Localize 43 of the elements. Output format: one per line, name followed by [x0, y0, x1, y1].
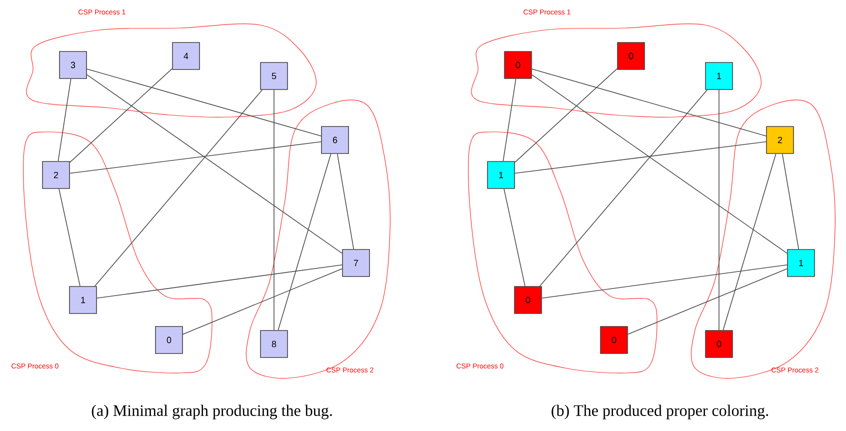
vertex-box: 1	[705, 62, 733, 90]
vertex-box: 3	[59, 51, 87, 79]
vertex-box: 2	[766, 126, 794, 154]
vertex-box: 0	[504, 51, 532, 79]
edge-line	[718, 90, 720, 330]
edge-line	[532, 74, 788, 254]
vertex-box: 6	[321, 126, 349, 154]
edge-line	[502, 78, 516, 162]
edge-line	[336, 154, 354, 250]
vertex-box: 4	[172, 42, 200, 70]
edge-line	[94, 90, 263, 286]
edge-line	[542, 264, 788, 299]
edge-line	[514, 141, 766, 174]
edge-line	[514, 68, 618, 163]
vertex-box: 2	[42, 161, 70, 189]
vertex-box: 0	[705, 330, 733, 358]
vertex-box: 0	[514, 286, 542, 314]
edge-line	[70, 68, 173, 163]
subfigure-caption: (b) The produced proper coloring.	[552, 404, 768, 420]
vertex-box: 8	[260, 330, 288, 358]
vertex-box: 0	[617, 42, 645, 70]
subfigure-caption: (a) Minimal graph producing the bug.	[92, 404, 332, 420]
vertex-box: 0	[600, 326, 628, 354]
edge-line	[628, 268, 788, 335]
edge-line	[532, 68, 766, 136]
edge-line	[96, 264, 342, 299]
vertex-box: 7	[342, 249, 370, 277]
vertex-box: 1	[487, 161, 515, 189]
edge-line	[70, 141, 322, 174]
edge-line	[782, 154, 800, 250]
edge-line	[86, 74, 342, 254]
vertex-box: 1	[69, 286, 97, 314]
vertex-box: 0	[155, 326, 183, 354]
edge-line	[58, 188, 80, 286]
edge-line	[86, 68, 322, 136]
edge-line	[539, 90, 708, 286]
vertex-box: 5	[260, 62, 288, 90]
edge-line	[278, 154, 332, 330]
edge-line	[58, 78, 72, 162]
edge-line	[722, 154, 776, 330]
edge-line	[504, 188, 526, 286]
vertex-box: 1	[787, 249, 815, 277]
edge-line	[182, 268, 342, 335]
